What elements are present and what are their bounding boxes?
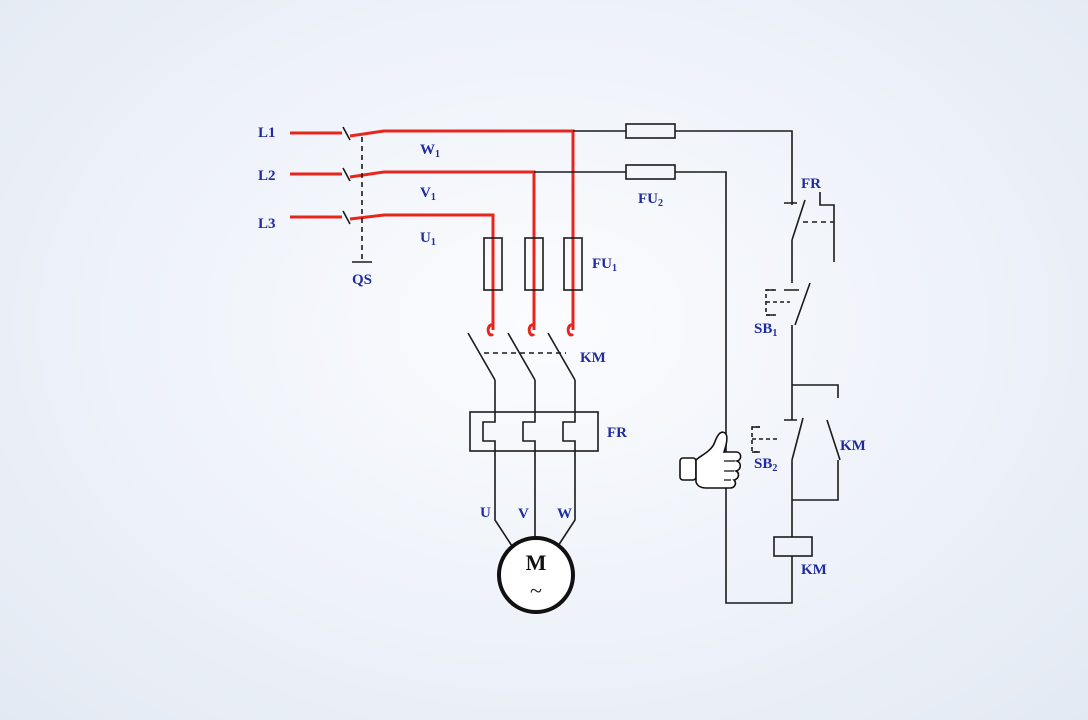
label-sb1: SB1 <box>754 321 777 339</box>
sb1-contact <box>784 282 811 385</box>
label-fu2: FU2 <box>638 191 663 209</box>
sb2-contact <box>784 385 804 500</box>
km-main-contacts <box>467 332 576 412</box>
label-l1: L1 <box>258 125 276 141</box>
label-l2: L2 <box>258 168 276 184</box>
label-l3: L3 <box>258 216 276 232</box>
terminal-hooks <box>486 323 575 337</box>
label-u1: U1 <box>420 230 436 248</box>
phase-l2-wire <box>290 170 536 330</box>
phase-l3-wire <box>290 213 495 330</box>
km-aux-contact <box>826 419 841 461</box>
fr-thermal-relay <box>469 411 599 452</box>
motor-leads <box>494 451 576 547</box>
label-fu1: FU1 <box>592 256 617 274</box>
control-circuit <box>534 123 841 604</box>
thumbs-up-hand-icon <box>679 431 742 489</box>
label-fr-main: FR <box>607 425 627 441</box>
label-fr-ctrl: FR <box>801 176 821 192</box>
qs-switch <box>342 126 372 263</box>
motor-tilde: ~ <box>530 578 542 603</box>
motor-letter: M <box>526 550 547 575</box>
label-v1: V1 <box>420 185 436 203</box>
fu1-fuses <box>483 237 583 291</box>
labels: L1 L2 L3 W1 V1 U1 QS FU1 FU2 KM FR U V W… <box>258 125 866 603</box>
phase-l1-wire <box>290 129 575 330</box>
label-qs: QS <box>352 272 372 288</box>
label-sb2: SB2 <box>754 456 777 474</box>
km-coil <box>773 536 813 557</box>
label-km-main: KM <box>580 350 606 366</box>
fu2-fuse-bottom <box>625 164 676 180</box>
label-km-coil: KM <box>801 562 827 578</box>
power-circuit <box>290 129 575 337</box>
label-km-aux: KM <box>840 438 866 454</box>
fu2-fuse-top <box>625 123 676 139</box>
label-w1: W1 <box>420 142 440 160</box>
label-w: W <box>557 506 572 522</box>
fr-nc-contact <box>784 199 806 283</box>
label-u: U <box>480 505 491 521</box>
label-v: V <box>518 506 529 522</box>
motor <box>497 536 575 614</box>
